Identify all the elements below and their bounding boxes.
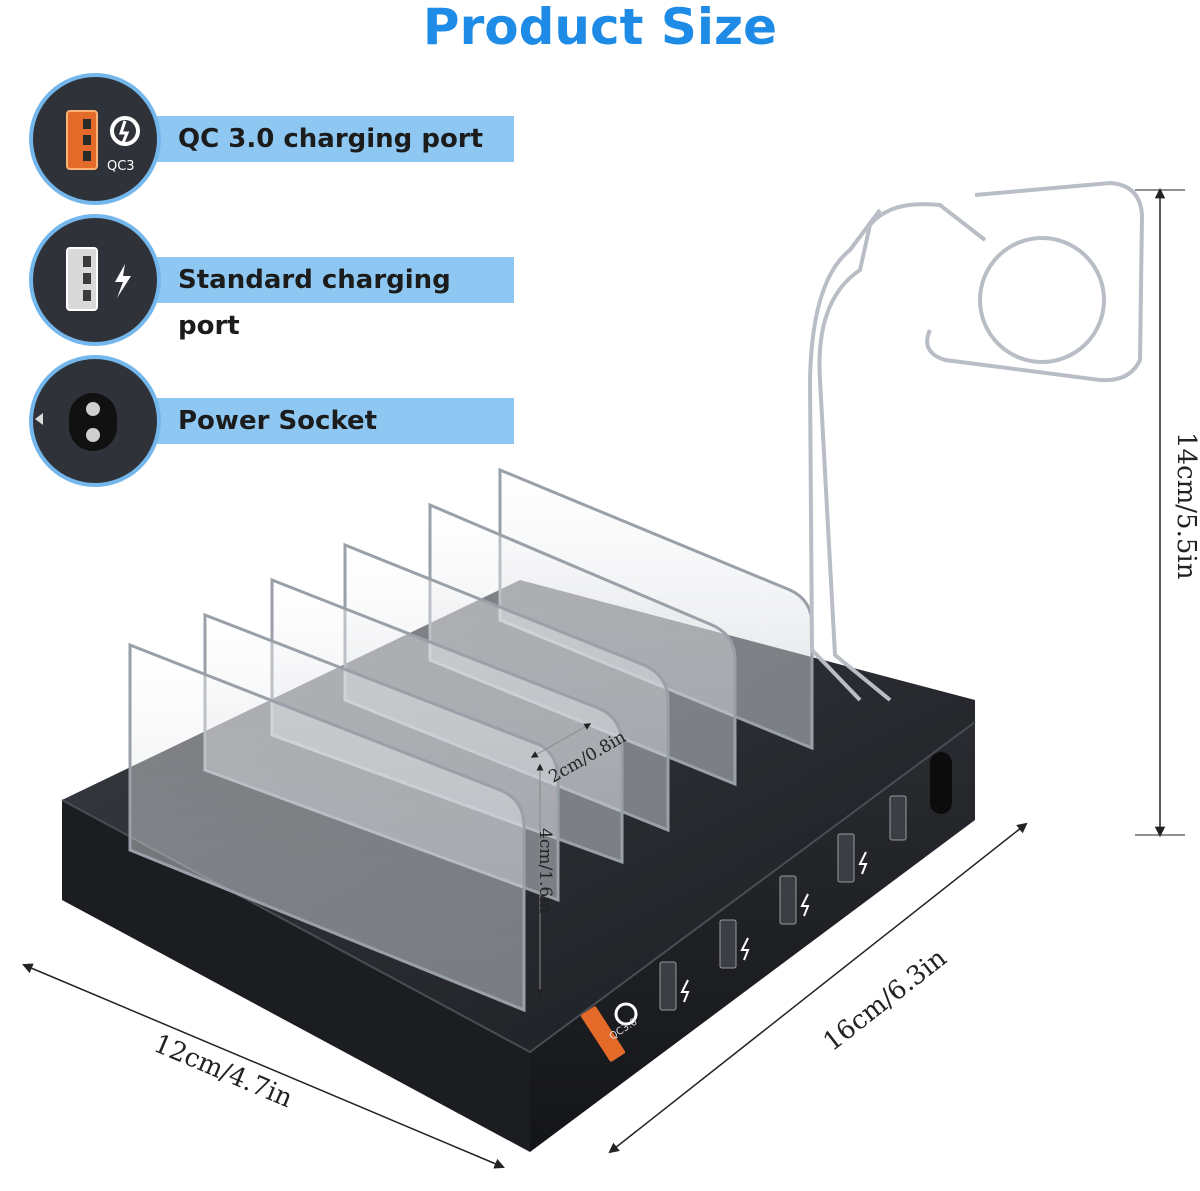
qc3-port-icon: QC3 — [29, 73, 161, 205]
length-dimension-line — [608, 822, 1028, 1154]
power-socket-icon — [29, 355, 161, 487]
usb-port-front-5 — [889, 795, 907, 841]
width-dimension-line — [22, 963, 505, 1169]
divider-plates — [128, 467, 814, 1013]
watch-stand — [807, 180, 1145, 702]
divider-height-label: 4cm/1.6in — [535, 828, 555, 914]
usb-port-front-3 — [779, 875, 797, 925]
usb-port-front-2 — [719, 919, 737, 969]
qc3-badge-text: QC3 — [107, 159, 135, 174]
usb-port-front-1 — [659, 961, 677, 1011]
height-label: 14cm/5.5in — [1171, 432, 1200, 580]
usb-port-icon — [29, 214, 161, 346]
power-socket-front — [930, 752, 952, 814]
usb-port-front-4 — [837, 833, 855, 883]
bolt-icon — [115, 264, 131, 298]
feature-label-qc3: QC 3.0 charging port — [90, 116, 514, 162]
page-title: Product Size — [422, 0, 778, 56]
length-label: 16cm/6.3in — [818, 943, 953, 1058]
